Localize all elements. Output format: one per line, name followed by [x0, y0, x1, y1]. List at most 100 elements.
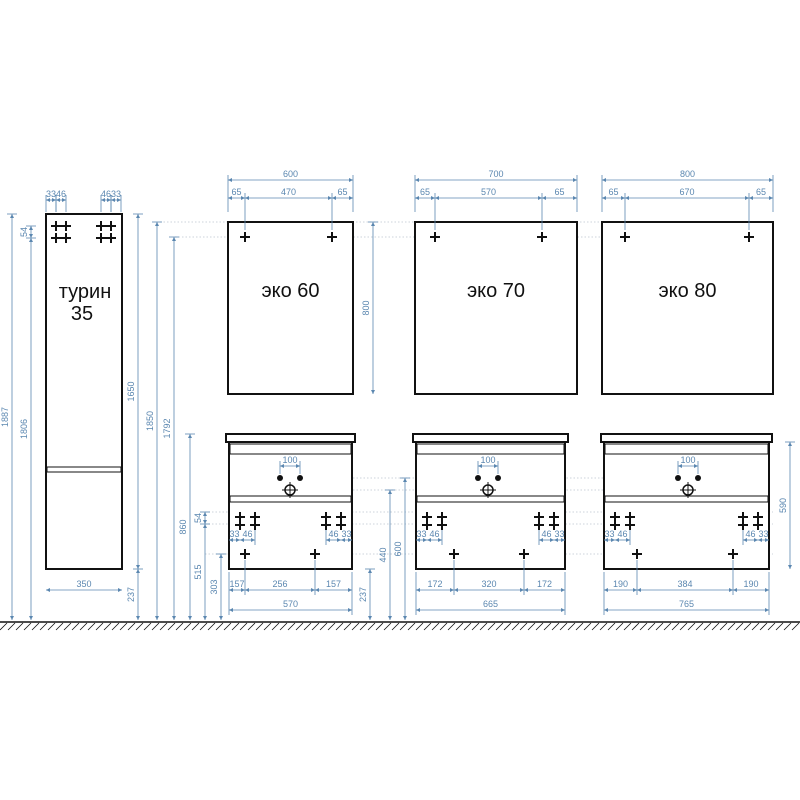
arrowhead: [118, 588, 122, 592]
floor-hatch: [639, 622, 648, 631]
arrowhead: [203, 616, 207, 620]
floor-hatch: [519, 622, 528, 631]
product-number: 35: [71, 303, 93, 325]
dimension-label: 1887: [0, 407, 10, 427]
floor-hatch: [423, 622, 432, 631]
arrowhead: [219, 616, 223, 620]
arrowhead: [219, 554, 223, 558]
floor-hatch: [415, 622, 424, 631]
product-name: эко 80: [658, 280, 716, 302]
vanity-b60-countertop: [225, 433, 356, 443]
floor-hatch: [439, 622, 448, 631]
arrowhead: [626, 538, 630, 542]
mounting-hole-cross-icon: [620, 232, 630, 242]
floor-hatch: [319, 622, 328, 631]
dimension-label: 100: [680, 455, 695, 465]
dimension-label: 350: [76, 579, 91, 589]
dimension-label: 1850: [145, 411, 155, 431]
arrowhead: [315, 588, 319, 592]
arrowhead: [573, 196, 577, 200]
arrowhead: [101, 198, 105, 202]
floor-hatch: [143, 622, 152, 631]
arrowhead: [733, 588, 737, 592]
arrowhead: [332, 196, 336, 200]
floor-hatch: [247, 622, 256, 631]
arrowhead: [245, 196, 249, 200]
floor-hatch: [215, 622, 224, 631]
arrowhead: [388, 490, 392, 494]
faucet-hole-icon: [695, 475, 701, 481]
floor-hatch: [383, 622, 392, 631]
dimension-label: 470: [281, 187, 296, 197]
mounting-hole-cross-icon: [625, 520, 635, 530]
arrowhead: [438, 538, 442, 542]
arrowhead: [241, 196, 245, 200]
floor-hatch: [431, 622, 440, 631]
mounting-hole-cross-icon: [327, 232, 337, 242]
arrowhead: [765, 538, 769, 542]
arrowhead: [368, 616, 372, 620]
arrowhead: [678, 464, 682, 468]
arrowhead: [524, 588, 528, 592]
dimension-label: 700: [488, 169, 503, 179]
mounting-hole-cross-icon: [61, 233, 71, 243]
arrowhead: [155, 616, 159, 620]
dimension-label: 237: [358, 587, 368, 602]
arrowhead: [371, 390, 375, 394]
tall-cabinet-shelf: [46, 466, 122, 473]
arrowhead: [388, 616, 392, 620]
drain-cross: [480, 482, 496, 498]
floor-hatch: [463, 622, 472, 631]
mounting-hole-cross-icon: [61, 221, 71, 231]
arrowhead: [561, 538, 565, 542]
arrowhead: [561, 608, 565, 612]
arrowhead: [203, 520, 207, 524]
floor-hatch: [263, 622, 272, 631]
arrowhead: [203, 524, 207, 528]
floor-hatch: [751, 622, 760, 631]
floor-hatch: [495, 622, 504, 631]
arrowhead: [229, 588, 233, 592]
mounting-hole-cross-icon: [106, 221, 116, 231]
floor-hatch: [23, 622, 32, 631]
floor-hatch: [391, 622, 400, 631]
dimension-label: 570: [283, 599, 298, 609]
arrowhead: [758, 538, 762, 542]
floor-hatch: [103, 622, 112, 631]
floor-hatch: [575, 622, 584, 631]
dimension-label: 46: [617, 529, 627, 539]
mounting-hole-cross-icon: [449, 549, 459, 559]
dimension-label: 190: [743, 579, 758, 589]
vanity-b80-body: [603, 441, 770, 570]
dimension-label: 384: [677, 579, 692, 589]
floor-hatch: [95, 622, 104, 631]
floor-hatch: [703, 622, 712, 631]
arrowhead: [155, 222, 159, 226]
arrowhead: [637, 588, 641, 592]
arrowhead: [403, 616, 407, 620]
dimension-label: 33: [46, 189, 56, 199]
mirror-m70: [414, 221, 578, 395]
arrowhead: [348, 588, 352, 592]
floor-hatch: [199, 622, 208, 631]
arrowhead: [251, 538, 255, 542]
dimension-label: 100: [480, 455, 495, 465]
floor-hatch: [711, 622, 720, 631]
floor-hatch: [47, 622, 56, 631]
arrowhead: [769, 178, 773, 182]
arrowhead: [203, 512, 207, 516]
mounting-hole-cross-icon: [422, 520, 432, 530]
dimension-label: 33: [604, 529, 614, 539]
faucet-hole-icon: [277, 475, 283, 481]
arrowhead: [615, 538, 619, 542]
arrowhead: [29, 238, 33, 242]
floor-hatch: [79, 622, 88, 631]
floor-hatch: [727, 622, 736, 631]
arrowhead: [538, 196, 542, 200]
floor-hatch: [39, 622, 48, 631]
floor-hatch: [135, 622, 144, 631]
floor-hatch: [535, 622, 544, 631]
floor-hatch: [583, 622, 592, 631]
floor-hatch: [223, 622, 232, 631]
